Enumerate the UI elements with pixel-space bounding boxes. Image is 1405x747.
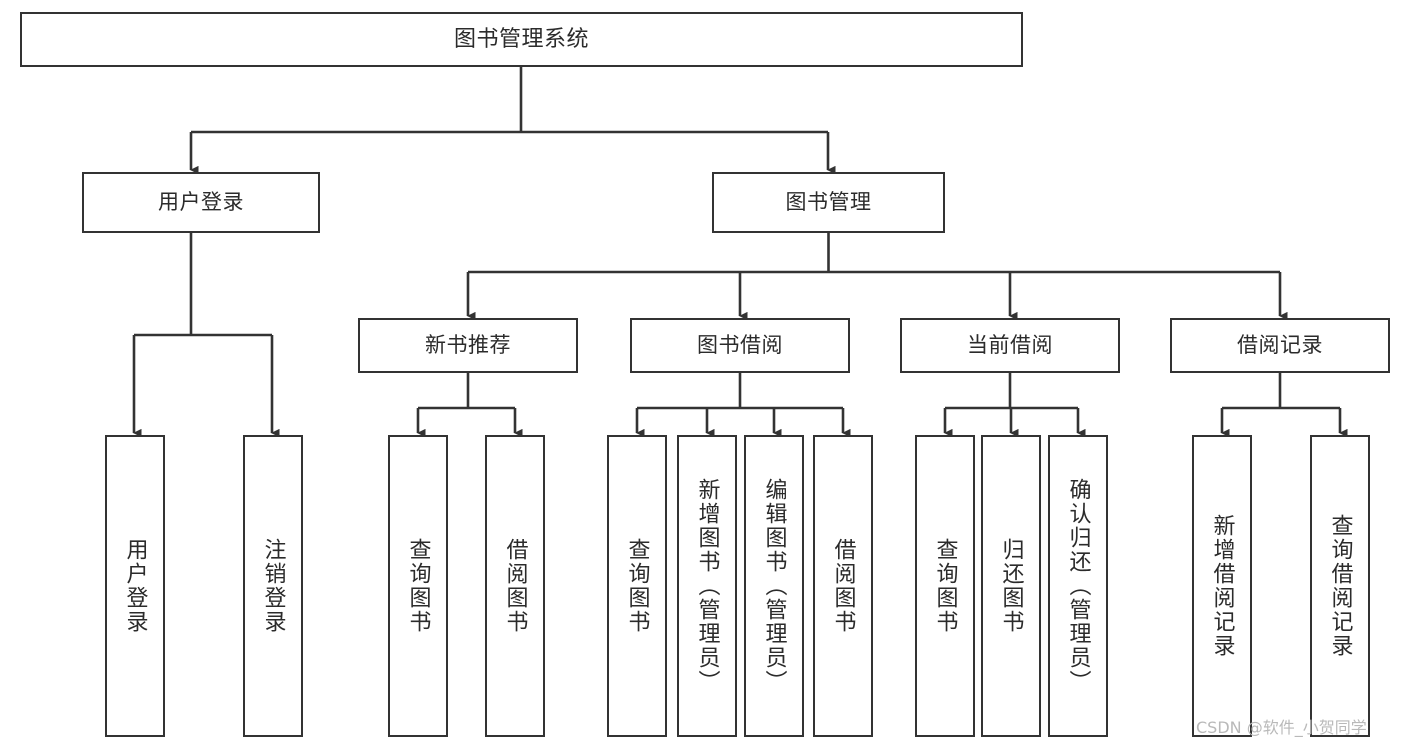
leaf-node-label: 新增借阅记录 [1209, 514, 1235, 658]
node-borrow-records[interactable]: 借阅记录 [1170, 318, 1390, 373]
leaf-node[interactable]: 借阅图书 [813, 435, 873, 737]
leaf-node[interactable]: 查询借阅记录 [1310, 435, 1370, 737]
leaf-node[interactable]: 编辑图书（管理员） [744, 435, 804, 737]
node-user-login-label: 用户登录 [158, 190, 244, 215]
leaf-node[interactable]: 用户登录 [105, 435, 165, 737]
leaf-node[interactable]: 新增图书（管理员） [677, 435, 737, 737]
csdn-watermark: CSDN @软件_小贺同学 [1196, 718, 1367, 737]
leaf-node-label: 查询借阅记录 [1327, 514, 1353, 658]
leaf-node[interactable]: 归还图书 [981, 435, 1041, 737]
node-root-label: 图书管理系统 [453, 26, 589, 52]
leaf-node[interactable]: 注销登录 [243, 435, 303, 737]
leaf-node[interactable]: 查询图书 [915, 435, 975, 737]
node-book-management-label: 图书管理 [785, 190, 872, 215]
node-borrow-records-label: 借阅记录 [1237, 333, 1323, 358]
leaf-node-label: 查询图书 [624, 538, 650, 634]
node-book-management[interactable]: 图书管理 [712, 172, 945, 233]
node-book-borrow-label: 图书借阅 [697, 333, 783, 358]
node-new-book-recommend-label: 新书推荐 [425, 333, 511, 358]
node-current-borrow-label: 当前借阅 [967, 333, 1053, 358]
node-root-system[interactable]: 图书管理系统 [20, 12, 1023, 67]
leaf-node-label: 归还图书 [998, 538, 1024, 634]
leaf-node[interactable]: 查询图书 [388, 435, 448, 737]
leaf-node[interactable]: 查询图书 [607, 435, 667, 737]
leaf-node[interactable]: 确认归还（管理员） [1048, 435, 1108, 737]
leaf-node[interactable]: 借阅图书 [485, 435, 545, 737]
leaf-node-label: 借阅图书 [830, 538, 856, 634]
leaf-node-label: 借阅图书 [502, 538, 528, 634]
leaf-node-label: 查询图书 [932, 538, 958, 634]
node-new-book-recommend[interactable]: 新书推荐 [358, 318, 578, 373]
leaf-node-label: 新增图书（管理员） [694, 478, 720, 694]
leaf-node-label: 确认归还（管理员） [1065, 478, 1091, 694]
node-current-borrow[interactable]: 当前借阅 [900, 318, 1120, 373]
leaf-node-label: 用户登录 [122, 538, 148, 634]
node-book-borrow[interactable]: 图书借阅 [630, 318, 850, 373]
node-user-login[interactable]: 用户登录 [82, 172, 320, 233]
leaf-node[interactable]: 新增借阅记录 [1192, 435, 1252, 737]
leaf-node-label: 查询图书 [405, 538, 431, 634]
leaf-node-label: 编辑图书（管理员） [761, 478, 787, 694]
leaf-node-label: 注销登录 [260, 538, 286, 634]
